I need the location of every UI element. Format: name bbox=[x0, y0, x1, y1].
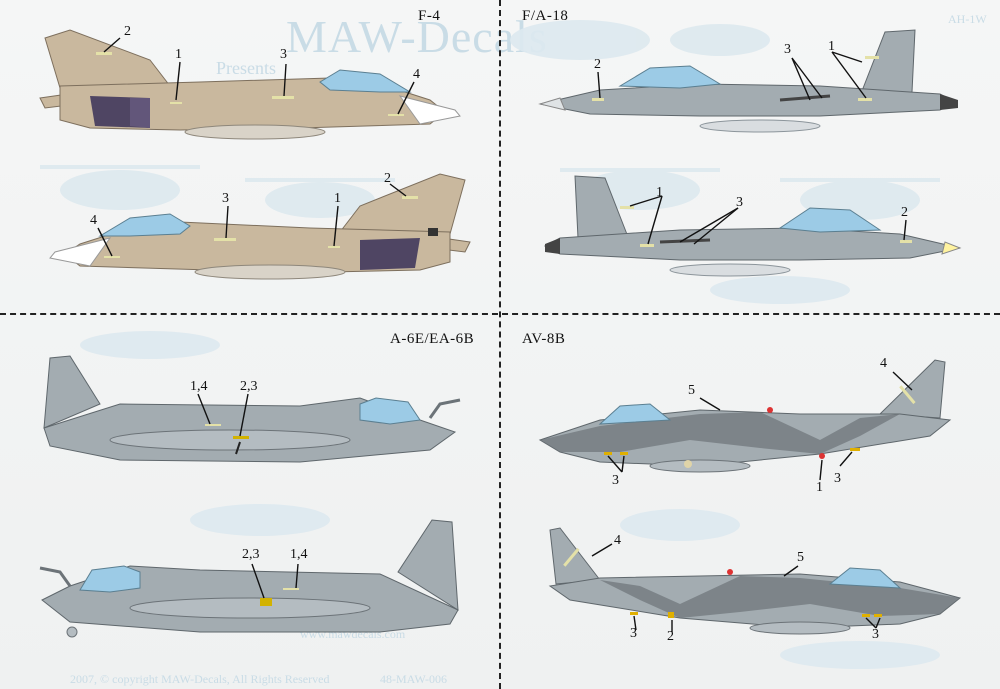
fa18-bottom-callout: 3 bbox=[736, 195, 743, 210]
f4-top-callout: 3 bbox=[280, 47, 287, 62]
f4-bottom-callout: 3 bbox=[222, 191, 229, 206]
fa18-top-callout: 2 bbox=[594, 57, 601, 72]
panel-title-a6: A-6E/EA-6B bbox=[390, 331, 475, 347]
f4-bottom-callout: 4 bbox=[90, 213, 97, 228]
fa18-top-callout: 1 bbox=[828, 39, 835, 54]
f4-top-callout: 2 bbox=[124, 24, 131, 39]
fa18-bottom-callout: 1 bbox=[656, 185, 663, 200]
watermark-sheet-code: 48-MAW-006 bbox=[380, 672, 448, 686]
av8b-top-callout: 3 bbox=[612, 473, 619, 488]
fa18-bottom-callout: 2 bbox=[901, 205, 908, 220]
av8b-top-callout: 4 bbox=[880, 356, 887, 371]
a6-top-callout: 2,3 bbox=[240, 379, 258, 394]
horizontal-divider bbox=[0, 313, 1000, 315]
panel-title-av8b: AV-8B bbox=[522, 331, 566, 347]
f4-bottom-callout: 1 bbox=[334, 191, 341, 206]
watermark-tagline: Presents bbox=[216, 58, 276, 78]
watermark-corner-label: AH-1W bbox=[948, 12, 987, 26]
av8b-top-callout: 1 bbox=[816, 480, 823, 495]
f4-bottom-callout: 2 bbox=[384, 171, 391, 186]
av8b-top-callout: 3 bbox=[834, 471, 841, 486]
a6-top-callout: 1,4 bbox=[190, 379, 208, 394]
av8b-top-callout: 5 bbox=[688, 383, 695, 398]
panel-title-f4: F-4 bbox=[418, 8, 441, 24]
av8b-bottom-callout: 3 bbox=[872, 627, 879, 642]
vertical-divider bbox=[499, 0, 501, 689]
f4-top-callout: 4 bbox=[413, 67, 420, 82]
a6-bottom-callout: 2,3 bbox=[242, 547, 260, 562]
fa18-top-callout: 3 bbox=[784, 42, 791, 57]
av8b-bottom-callout: 2 bbox=[667, 629, 674, 644]
watermark-brand: MAW-Decals bbox=[286, 11, 548, 62]
panel-title-fa18: F/A-18 bbox=[522, 8, 569, 24]
f4-top-callout: 1 bbox=[175, 47, 182, 62]
watermark-copyright: 2007, © copyright MAW-Decals, All Rights… bbox=[70, 672, 330, 686]
av8b-bottom-callout: 5 bbox=[797, 550, 804, 565]
a6-bottom-callout: 1,4 bbox=[290, 547, 308, 562]
av8b-bottom-callout: 4 bbox=[614, 533, 621, 548]
av8b-bottom-callout: 3 bbox=[630, 626, 637, 641]
